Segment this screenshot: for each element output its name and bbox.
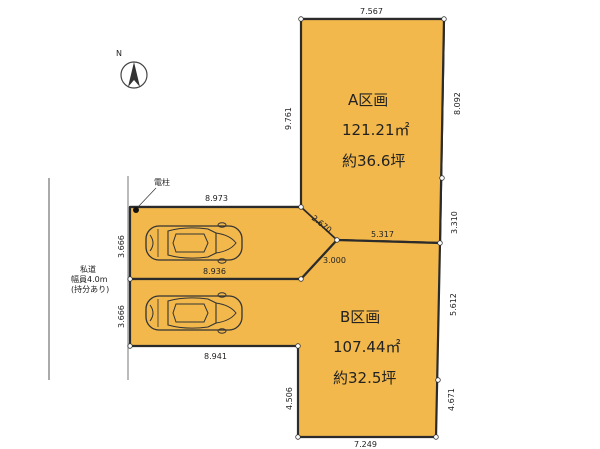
dim-b-right-upper: 5.612 — [449, 293, 458, 316]
dim-driveway-a-top: 8.973 — [205, 194, 228, 203]
dim-driveway-b-height: 3.666 — [117, 305, 126, 328]
road-label-line3: (持分あり) — [71, 284, 109, 294]
lot-b-name: B区画 — [340, 308, 380, 326]
north-arrow-icon: N — [116, 49, 148, 89]
utility-pole-label: 電柱 — [154, 177, 170, 187]
dim-a-left: 9.761 — [284, 107, 293, 130]
dim-a-top: 7.567 — [360, 7, 383, 16]
dim-right-middle: 3.310 — [450, 211, 459, 234]
compass-label: N — [116, 49, 122, 58]
utility-pole-leader — [137, 187, 157, 208]
dim-driveway-divider: 8.936 — [203, 267, 226, 276]
vertex-markers — [127, 16, 447, 440]
dim-b-left: 4.506 — [285, 387, 294, 410]
dim-inner-step: 3.000 — [323, 256, 346, 265]
lot-a-outline — [128, 17, 446, 281]
dim-b-right-lower: 4.671 — [447, 388, 456, 411]
lot-a-area-m2: 121.21㎡ — [342, 121, 410, 139]
dim-a-bottom: 5.317 — [371, 230, 394, 239]
road-label-line2: 幅員4.0m — [71, 274, 108, 284]
dim-a-right-upper: 8.092 — [453, 92, 462, 115]
lot-b-area-tsubo: 約32.5坪 — [333, 369, 396, 387]
lot-a-name: A区画 — [348, 91, 388, 109]
road-label-line1: 私道 — [80, 264, 96, 274]
lot-b-area-m2: 107.44㎡ — [333, 338, 401, 356]
lot-a-area-tsubo: 約36.6坪 — [342, 152, 405, 170]
dim-driveway-b-bottom: 8.941 — [204, 352, 227, 361]
utility-pole-icon — [133, 207, 139, 213]
dim-b-bottom: 7.249 — [354, 440, 377, 449]
diagonal-boundary — [300, 206, 338, 241]
dim-driveway-a-height: 3.666 — [117, 235, 126, 258]
